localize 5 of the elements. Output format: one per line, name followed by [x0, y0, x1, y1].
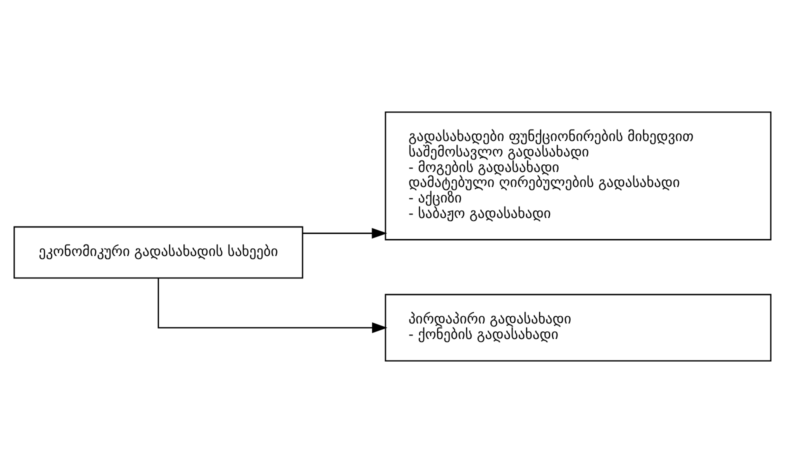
arrow: [302, 228, 388, 239]
node-box: გადასახადები ფუნქციონირების მიხედვით საშემოსავლო გადასახადი - მოგების გადასახადი დამატებული ღირებულების გადასახადი - აქციზი - საბაჟო გადასახადი: [384, 111, 772, 240]
node-box: პირდაპირი გადასახადი - ქონების გადასახადი: [384, 294, 772, 362]
node-box: ეკონომიკური გადასახადის სახეები: [14, 226, 304, 279]
arrow: [158, 278, 388, 334]
